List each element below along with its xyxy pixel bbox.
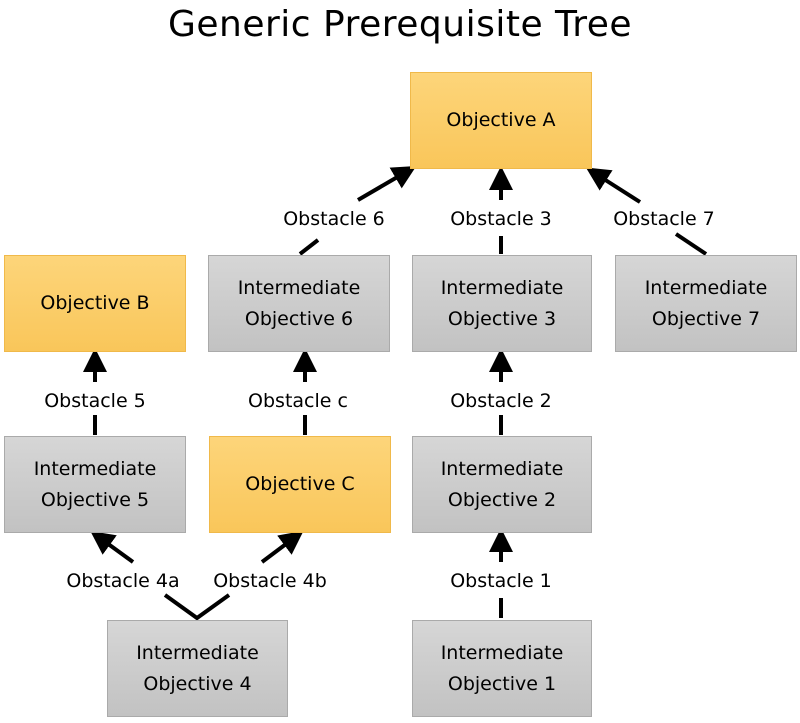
edge-int4-objC-upper xyxy=(260,530,304,564)
edge-label-obstacle-4b: Obstacle 4b xyxy=(213,570,327,592)
node-label: Intermediate Objective 5 xyxy=(33,457,157,511)
edge-label-obstacle-4a: Obstacle 4a xyxy=(66,570,180,592)
node-objective-c: Objective C xyxy=(209,436,391,533)
node-intermediate-3: Intermediate Objective 3 xyxy=(412,255,592,352)
edge-label-obstacle-3: Obstacle 3 xyxy=(450,208,552,230)
node-label: Intermediate Objective 1 xyxy=(440,641,564,695)
node-label: Intermediate Objective 4 xyxy=(136,641,259,695)
node-intermediate-5: Intermediate Objective 5 xyxy=(4,436,186,533)
diagram-title: Generic Prerequisite Tree xyxy=(167,4,633,45)
node-intermediate-1: Intermediate Objective 1 xyxy=(412,620,592,717)
edge-int6-objA-lower xyxy=(298,238,320,256)
edge-label-obstacle-7: Obstacle 7 xyxy=(613,208,715,230)
node-label: Objective A xyxy=(446,109,556,131)
edge-label-obstacle-1: Obstacle 1 xyxy=(450,570,552,592)
node-intermediate-7: Intermediate Objective 7 xyxy=(615,255,797,352)
node-intermediate-4: Intermediate Objective 4 xyxy=(107,620,288,717)
node-label: Intermediate Objective 6 xyxy=(237,276,361,330)
edge-int6-objA-upper xyxy=(356,165,417,202)
node-label: Intermediate Objective 7 xyxy=(644,276,768,330)
edge-label-obstacle-c: Obstacle c xyxy=(248,390,348,412)
edge-label-obstacle-6: Obstacle 6 xyxy=(283,208,385,230)
edge-label-obstacle-2: Obstacle 2 xyxy=(450,390,552,412)
node-objective-b: Objective B xyxy=(4,255,186,352)
edge-int7-objA-upper xyxy=(585,167,642,204)
node-intermediate-6: Intermediate Objective 6 xyxy=(208,255,390,352)
node-intermediate-2: Intermediate Objective 2 xyxy=(412,436,592,533)
node-objective-a: Objective A xyxy=(410,72,592,169)
edge-int4-int5-upper xyxy=(90,530,135,564)
edge-label-obstacle-5: Obstacle 5 xyxy=(44,390,146,412)
edge-int7-objA-lower xyxy=(674,232,708,256)
node-label: Objective C xyxy=(245,473,355,495)
node-label: Objective B xyxy=(40,292,150,314)
edge-int4-split xyxy=(163,593,231,621)
node-label: Intermediate Objective 2 xyxy=(440,457,564,511)
node-label: Intermediate Objective 3 xyxy=(440,276,564,330)
